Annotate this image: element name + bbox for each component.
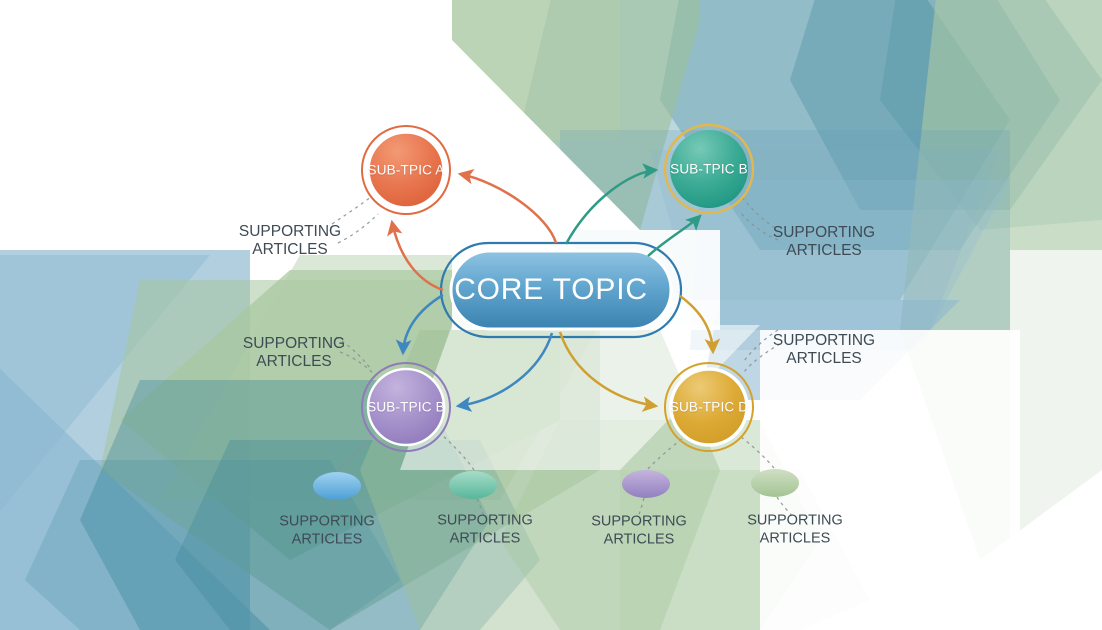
dotted-dot-sage-up xyxy=(739,435,775,469)
arrow-core-to-p-long xyxy=(455,332,554,412)
dotted-dot-green-down xyxy=(476,498,485,518)
dotted-a-lower xyxy=(337,213,379,244)
dotted-d-lower xyxy=(743,343,781,373)
dotted-b-lower xyxy=(739,211,779,241)
node-sub-topic-b-top[interactable] xyxy=(663,123,755,215)
arrow-core-to-b-short xyxy=(647,214,702,257)
arrow-core-to-a-long xyxy=(457,168,558,244)
arrow-core-to-d-long xyxy=(558,331,659,412)
dotted-a-upper xyxy=(331,195,373,225)
dotted-dot-green-up xyxy=(441,434,475,471)
dot-purple xyxy=(622,470,670,498)
dot-sage xyxy=(751,469,799,497)
dotted-p-lower xyxy=(339,351,377,377)
node-sub-topic-a[interactable] xyxy=(361,125,451,215)
dotted-d-upper xyxy=(743,329,779,362)
dotted-dot-blue-down xyxy=(327,499,337,519)
dotted-dot-blue-up xyxy=(337,439,373,471)
dot-green xyxy=(449,471,497,499)
dotted-p-upper xyxy=(335,336,371,369)
node-sub-topic-b-bottom[interactable] xyxy=(361,362,451,452)
arrow-core-to-d-short xyxy=(679,294,721,355)
arrow-core-to-b-long xyxy=(564,163,659,245)
arrow-core-to-p-short xyxy=(395,293,444,356)
bg-hex-bottom xyxy=(25,330,870,630)
dot-blue xyxy=(313,472,361,500)
dotted-dot-purple-down xyxy=(637,497,645,519)
node-sub-topic-d[interactable] xyxy=(664,362,754,452)
arrow-core-to-a-short xyxy=(387,219,444,292)
dotted-dot-sage-down xyxy=(776,496,794,518)
dotted-b-upper xyxy=(741,196,776,229)
